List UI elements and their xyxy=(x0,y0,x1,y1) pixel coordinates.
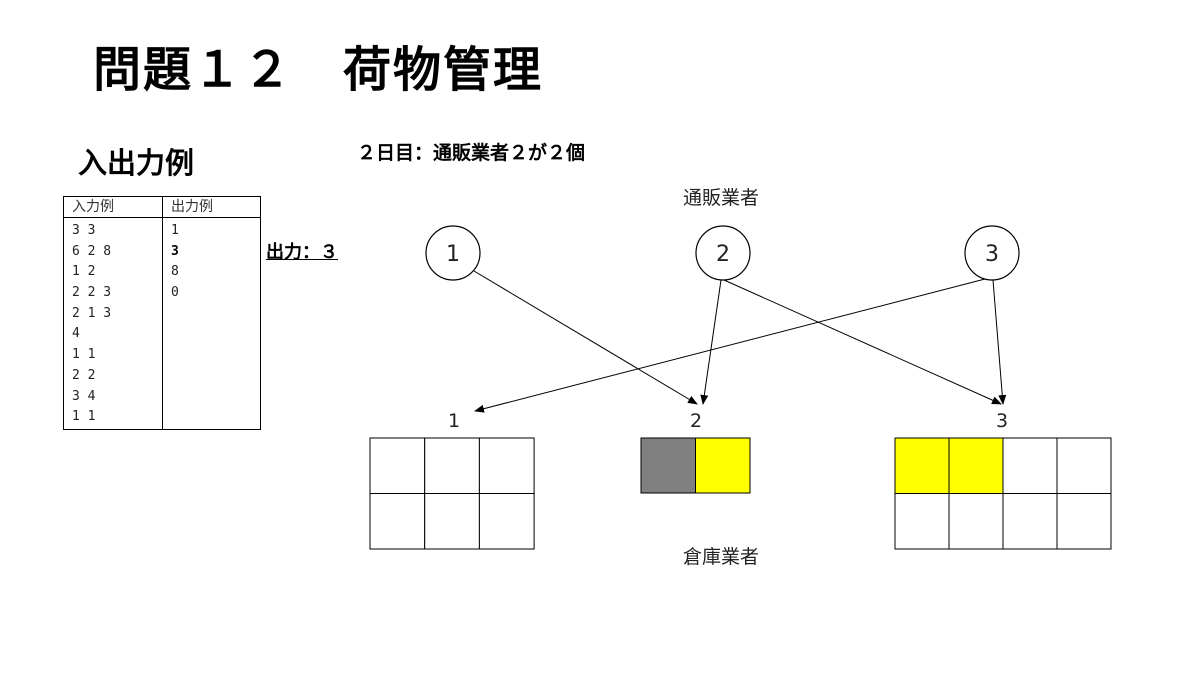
input-row: 1 2 xyxy=(72,264,96,280)
vendor-node-label: 1 xyxy=(446,242,460,267)
input-column: 3 3 6 2 8 1 2 2 2 3 2 1 3 4 1 1 2 2 3 4 1 1 xyxy=(72,221,111,428)
warehouse-cell xyxy=(478,493,535,550)
input-row: 3 4 xyxy=(72,388,96,404)
warehouse-cell xyxy=(424,493,480,550)
input-row: 1 1 xyxy=(72,347,96,363)
input-row: 2 2 3 xyxy=(72,285,112,301)
input-row: 2 1 3 xyxy=(72,305,112,321)
column-divider xyxy=(162,197,163,429)
vendor-node-label: 3 xyxy=(985,242,999,267)
io-example-table: 入力例 出力例 3 3 6 2 8 1 2 2 2 3 2 1 3 4 1 1 2 2 3 4 1… xyxy=(63,196,261,430)
section-title: 入出力例 xyxy=(78,146,195,180)
warehouse-cell xyxy=(1002,437,1058,494)
output-row: 3 xyxy=(171,243,179,259)
output-header: 出力例 xyxy=(171,199,213,215)
warehouse-cell xyxy=(369,437,426,494)
input-header: 入力例 xyxy=(72,199,114,215)
vendor-group-label: 通販業者 xyxy=(683,187,759,209)
input-row: 3 3 xyxy=(72,223,96,238)
input-row: 4 xyxy=(72,326,80,342)
vendor-node-3 xyxy=(964,225,1020,281)
warehouse-cell xyxy=(640,437,696,494)
day-caption: ２日目：通販業者２が２個 xyxy=(357,142,586,164)
warehouse-cell xyxy=(894,493,950,550)
vendor-node-label: 2 xyxy=(716,242,730,267)
warehouse-label-1: 1 xyxy=(448,410,460,432)
warehouse-cell xyxy=(478,437,535,494)
connection-arrow xyxy=(473,270,698,405)
connection-arrow xyxy=(992,279,1007,405)
connection-arrow xyxy=(474,278,986,413)
warehouse-cell xyxy=(1002,493,1058,550)
warehouse-cell xyxy=(695,437,751,494)
vendor-node-2 xyxy=(695,225,751,281)
output-row: 8 xyxy=(171,264,179,280)
warehouse-label-2: 2 xyxy=(690,410,702,432)
warehouse-cell xyxy=(424,437,480,494)
input-row: 2 2 xyxy=(72,367,96,383)
warehouse-cell xyxy=(1056,437,1112,494)
input-row: 6 2 8 xyxy=(72,243,112,259)
warehouse-cell xyxy=(894,437,950,494)
output-row: 0 xyxy=(171,285,179,301)
warehouse-cell xyxy=(1056,493,1112,550)
vendor-nodes: 1 2 3 xyxy=(425,225,1020,281)
warehouse-group-label: 倉庫業者 xyxy=(683,546,759,568)
page-title: 問題１２ 荷物管理 xyxy=(93,42,544,98)
warehouse-cell xyxy=(948,493,1004,550)
input-row: 1 1 xyxy=(72,409,96,425)
warehouse-cell xyxy=(948,437,1004,494)
output-column: 1 3 8 0 xyxy=(171,221,179,304)
connection-arrow xyxy=(723,279,1002,405)
output-note: 出力：３ xyxy=(266,242,338,263)
warehouse-grids: 1 2 3 xyxy=(369,410,1112,550)
connection-arrow xyxy=(700,279,722,405)
vendor-node-1 xyxy=(425,225,481,281)
warehouse-label-3: 3 xyxy=(996,410,1008,432)
output-row: 1 xyxy=(171,223,179,238)
connection-edges xyxy=(473,270,1007,413)
warehouse-cell xyxy=(369,493,426,550)
